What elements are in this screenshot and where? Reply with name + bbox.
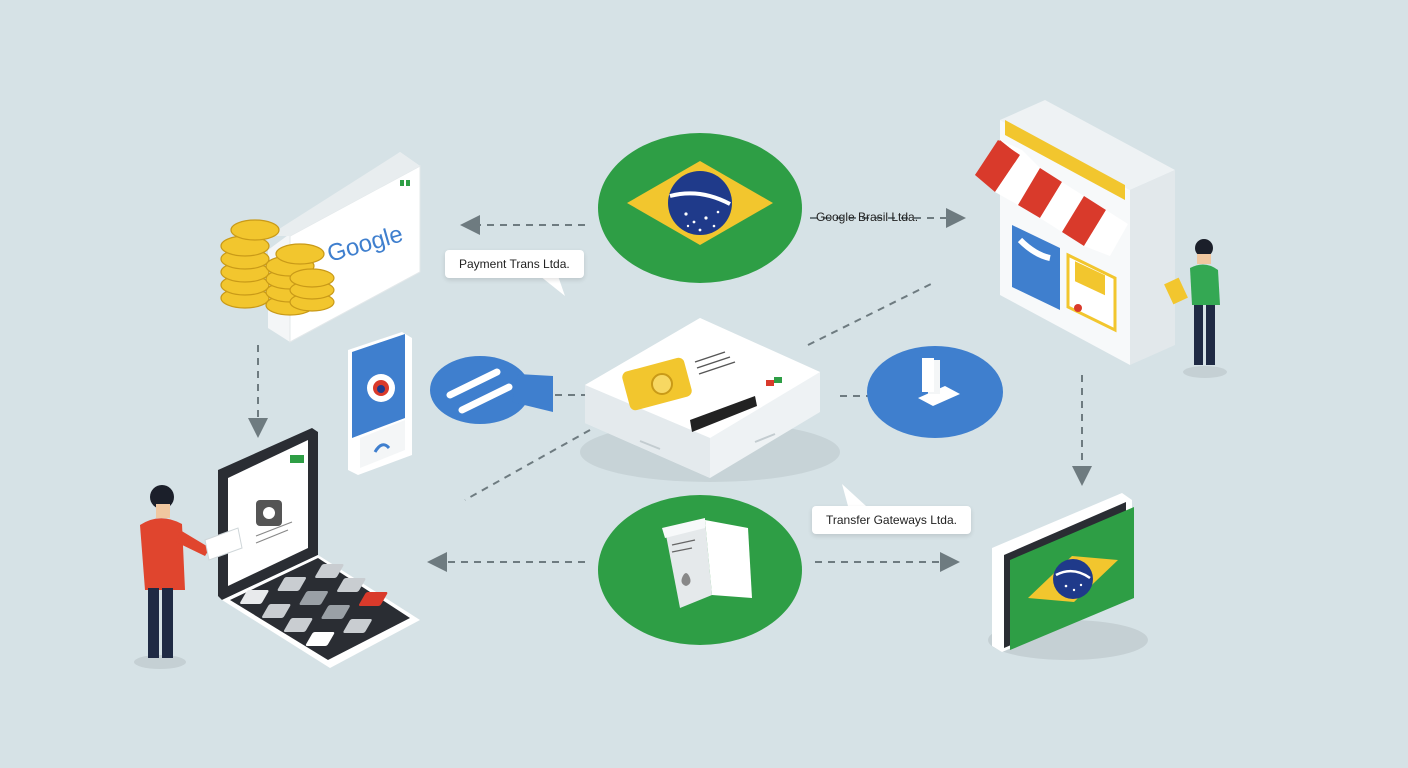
label-merchant: Google Brasil Ltda.: [816, 210, 918, 224]
keypad: [240, 564, 388, 646]
callout-payment-tail: [540, 276, 565, 296]
chat-bubble-icon: [430, 356, 553, 424]
callout-transfer-tail: [842, 484, 866, 506]
document-hand-icon: [598, 495, 802, 645]
brazil-flag-icon: [598, 133, 802, 283]
person-left-icon: [134, 485, 243, 669]
person-icon: [1164, 239, 1227, 378]
connectors: [248, 208, 1092, 572]
callout-transfer-text: Transfer Gateways Ltda.: [826, 513, 957, 527]
awning: [975, 140, 1128, 256]
label-merchant-text: Google Brasil Ltda.: [816, 210, 919, 224]
storefront-icon: [975, 100, 1175, 365]
laptop-calculator-icon: [218, 428, 420, 668]
upload-icon: [867, 346, 1003, 438]
brazil-card-icon: [988, 493, 1148, 660]
phone-icon: [348, 332, 412, 475]
connector-terminal-to-store-diag: [807, 281, 936, 346]
payment-terminal-icon: [580, 318, 840, 482]
connector-terminal-to-laptop-diag: [464, 429, 591, 501]
callout-payment-text: Payment Trans Ltda.: [459, 257, 570, 271]
callout-transfer: Transfer Gateways Ltda.: [812, 506, 971, 534]
callout-payment: Payment Trans Ltda.: [445, 250, 584, 278]
coins-stack-icon: [220, 219, 335, 316]
